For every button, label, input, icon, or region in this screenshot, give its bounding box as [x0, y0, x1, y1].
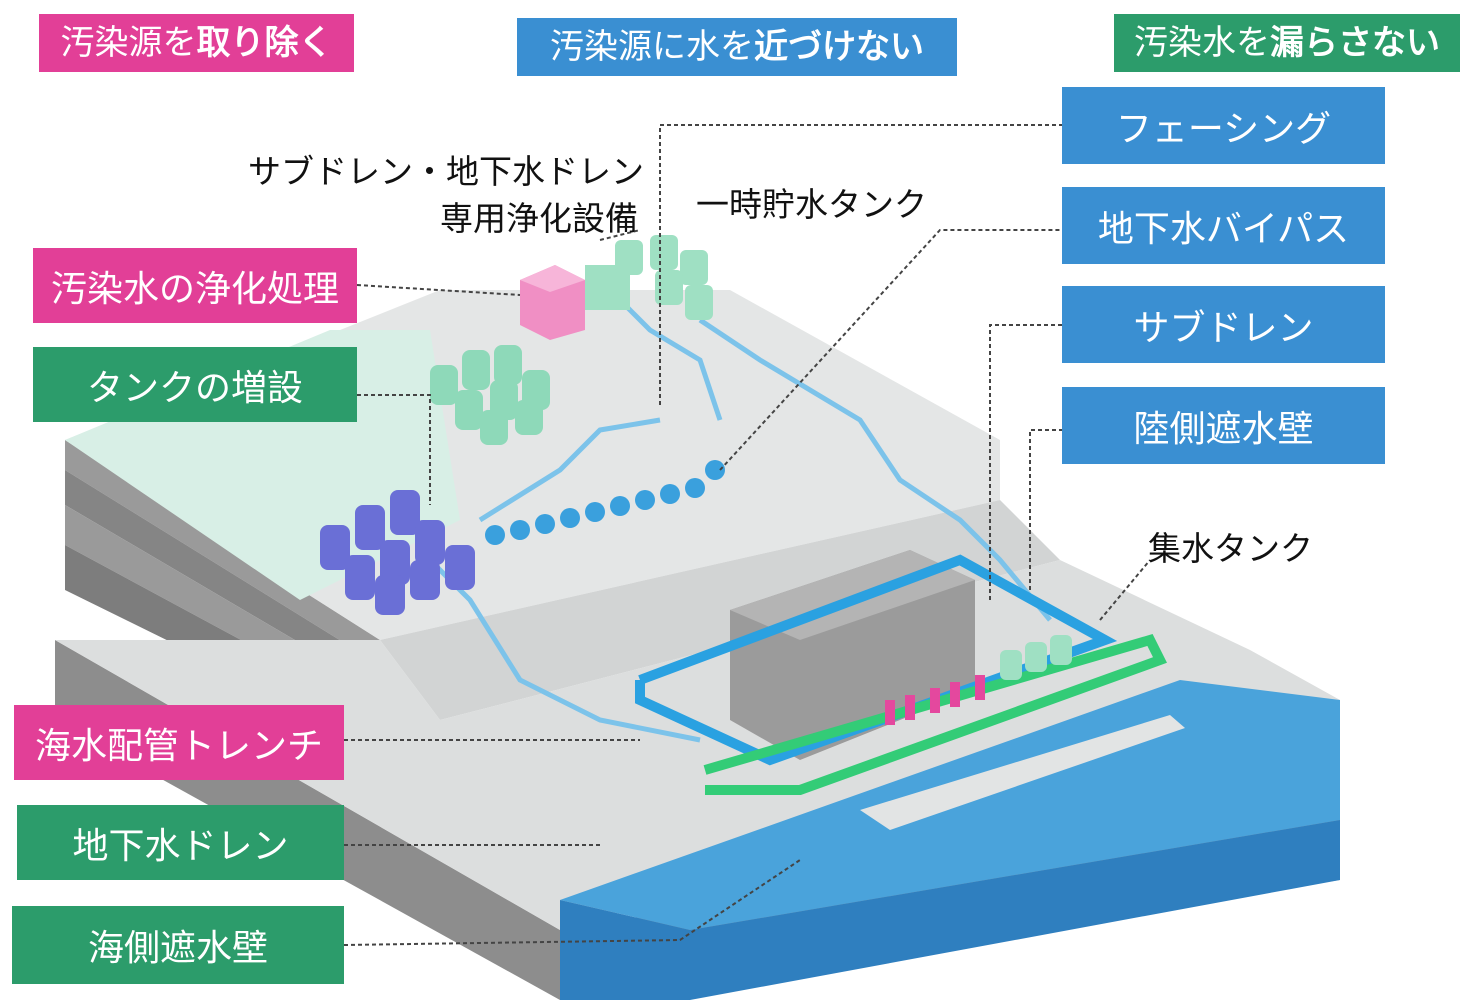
label-groundwater-drain: 地下水ドレン — [17, 805, 344, 880]
purification-building — [520, 265, 585, 340]
annotation-subdrain-facility-1: サブドレン・地下水ドレン — [248, 152, 644, 191]
header-no-leak-normal: 汚染水を — [1134, 23, 1270, 63]
label-purification: 汚染水の浄化処理 — [33, 248, 357, 323]
header-remove: 汚染源を取り除く — [39, 14, 354, 72]
subdrain-facility — [585, 235, 713, 320]
sea-side-wall — [703, 634, 1167, 795]
annotation-collection-tank: 集水タンク — [1148, 529, 1313, 568]
collection-tanks — [1000, 635, 1072, 680]
breakwater — [860, 715, 1185, 830]
sea-front — [560, 820, 1340, 1000]
storage-tanks-green — [430, 345, 550, 445]
seawater-trench-markers — [885, 675, 985, 725]
label-bypass: 地下水バイパス — [1062, 187, 1385, 264]
label-tank-expansion: タンクの増設 — [33, 347, 357, 422]
header-remove-bold: 取り除く — [196, 23, 333, 63]
label-subdrain: サブドレン — [1062, 286, 1385, 363]
temp-storage-tanks — [485, 460, 725, 545]
annotation-temp-tank: 一時貯水タンク — [696, 185, 927, 224]
strata-upper-aquifer — [65, 440, 380, 665]
plateau-slope — [380, 500, 1060, 720]
leader-lines — [343, 124, 1151, 946]
header-keep-away-bold: 近づけない — [754, 27, 924, 67]
label-sea-wall: 海側遮水壁 — [12, 906, 344, 984]
header-no-leak-bold: 漏らさない — [1270, 23, 1440, 63]
header-remove-normal: 汚染源を — [60, 23, 197, 63]
label-facing: フェーシング — [1062, 87, 1385, 164]
label-land-wall: 陸側遮水壁 — [1062, 387, 1385, 464]
header-no-leak: 汚染水を漏らさない — [1114, 14, 1460, 72]
header-keep-away-normal: 汚染源に水を — [550, 27, 754, 67]
storage-tanks-purple — [320, 490, 475, 615]
strata-aquitard — [65, 470, 380, 690]
header-keep-away: 汚染源に水を近づけない — [517, 18, 957, 76]
label-seawater-trench: 海水配管トレンチ — [14, 705, 344, 780]
annotation-subdrain-facility-2: 専用浄化設備 — [440, 199, 638, 238]
